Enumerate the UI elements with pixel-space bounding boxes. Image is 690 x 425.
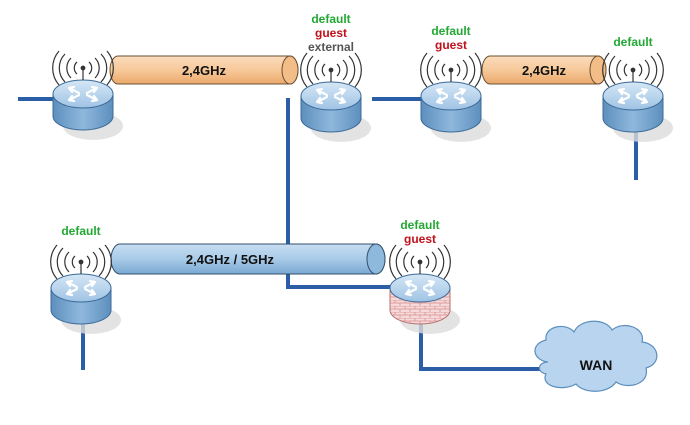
- link-tube-top-left: 2,4GHz: [109, 55, 299, 85]
- net-label-guest: guest: [404, 232, 436, 246]
- cable-r2-to-r6: [286, 98, 390, 289]
- net-label-default: default: [311, 12, 350, 26]
- link-tube-top-right: 2,4GHz: [481, 55, 607, 85]
- link-label-middle: 2,4GHz / 5GHz: [186, 252, 275, 267]
- net-label-external: external: [308, 40, 354, 54]
- router-5: default: [50, 224, 121, 334]
- cable-r6-to-wan: [419, 318, 542, 371]
- antenna-icon: [420, 52, 482, 88]
- antenna-icon: [389, 244, 451, 280]
- net-label-default: default: [61, 224, 100, 238]
- wan-label: WAN: [580, 357, 613, 373]
- net-label-default: default: [431, 24, 470, 38]
- link-label-top-left: 2,4GHz: [182, 63, 227, 78]
- antenna-icon: [300, 52, 362, 88]
- net-label-guest: guest: [435, 38, 467, 52]
- antenna-icon: [602, 52, 664, 88]
- antenna-icon: [50, 244, 112, 280]
- net-label-guest: guest: [315, 26, 347, 40]
- link-tube-middle: 2,4GHz / 5GHz: [110, 243, 386, 275]
- router-1: [52, 50, 123, 140]
- router-4: default: [602, 35, 673, 142]
- wan-cloud-icon: WAN: [534, 320, 658, 392]
- antenna-icon: [52, 50, 114, 86]
- router-6-firewall: default guest: [389, 218, 460, 334]
- link-label-top-right: 2,4GHz: [522, 63, 567, 78]
- net-label-default: default: [613, 35, 652, 49]
- router-2: default guest external: [300, 12, 371, 142]
- net-label-default: default: [400, 218, 439, 232]
- router-3: default guest: [420, 24, 491, 142]
